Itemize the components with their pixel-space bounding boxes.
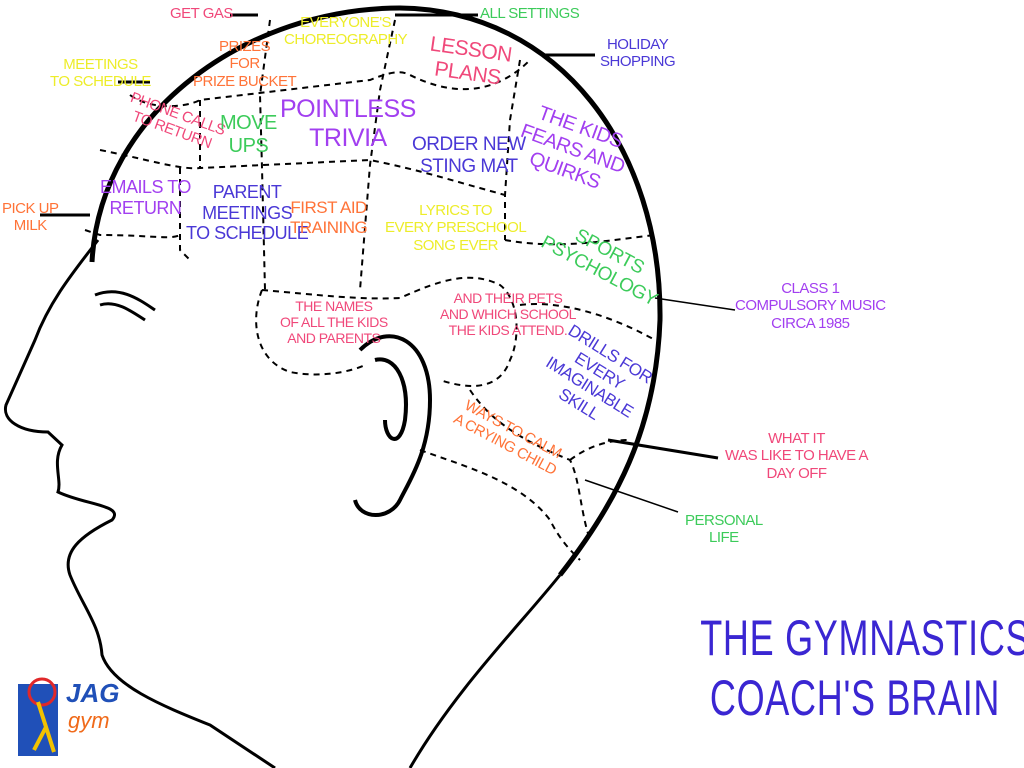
jag-gym-logo: JAG gym <box>16 672 119 762</box>
label-line: MILK <box>13 217 48 235</box>
label-line: AND WHICH SCHOOL <box>440 306 576 323</box>
label-line: RETURN <box>109 197 182 218</box>
label-get-gas: GET GAS <box>170 5 233 22</box>
label-all-settings: ALL SETTINGS <box>480 5 580 22</box>
label-line: EMAILS TO <box>100 177 191 197</box>
label-line: MOVE <box>220 112 277 134</box>
label-line: TO SCHEDULE <box>186 223 309 244</box>
label-line: DAY OFF <box>766 464 827 482</box>
neck-outline <box>408 574 562 768</box>
label-line: PRIZE BUCKET <box>193 72 297 90</box>
title-line: THE GYMNASTICS <box>700 610 1024 666</box>
label-line: PERSONAL <box>685 512 763 529</box>
brain-region-dividers <box>84 19 656 561</box>
label-line: POINTLESS <box>280 95 416 123</box>
label-line: LIFE <box>709 529 739 547</box>
eye <box>94 290 156 322</box>
label-line: TO SCHEDULE <box>50 73 151 91</box>
logo-sub: gym <box>68 708 110 733</box>
label-line: CIRCA 1985 <box>771 314 850 332</box>
label-line: THE KIDS ATTEND. <box>448 322 568 339</box>
gymnast-figure-icon <box>18 677 58 756</box>
label-line: ALL SETTINGS <box>480 5 580 22</box>
title-line: COACH'S BRAIN <box>709 670 1001 726</box>
label-line: GET GAS <box>170 5 233 22</box>
label-line: PARENT <box>212 182 282 202</box>
label-line: WAS LIKE TO HAVE A <box>725 447 869 465</box>
label-line: MEETINGS <box>63 56 138 73</box>
label-line: PICK UP <box>2 200 59 217</box>
label-line: SHOPPING <box>600 53 676 71</box>
label-line: CHOREOGRAPHY <box>284 31 408 49</box>
label-line: FIRST AID <box>290 198 367 217</box>
label-line: CLASS 1 <box>781 280 840 297</box>
label-line: SONG EVER <box>413 236 498 254</box>
connector-lines <box>40 13 719 460</box>
face-profile <box>3 239 276 768</box>
label-line: UPS <box>228 135 269 157</box>
label-line: STING MAT <box>420 155 518 177</box>
label-line: THE NAMES <box>295 298 373 314</box>
skull-outline <box>89 5 663 577</box>
label-line: ORDER NEW <box>412 134 526 155</box>
label-line: COMPULSORY MUSIC <box>735 297 886 315</box>
ear <box>353 334 433 517</box>
label-line: LYRICS TO <box>419 202 493 219</box>
label-line: FOR <box>229 55 261 73</box>
label-line: MEETINGS <box>202 202 293 223</box>
label-line: OF ALL THE KIDS <box>280 314 388 331</box>
label-line: WHAT IT <box>768 430 825 447</box>
label-line: EVERY PRESCHOOL <box>385 219 527 237</box>
label-line: TRIVIA <box>309 123 387 152</box>
label-line: HOLIDAY <box>606 36 669 53</box>
label-line: EVERYONE'S <box>300 14 392 31</box>
logo-brand: JAG <box>66 678 120 708</box>
label-line: AND PARENTS <box>287 330 381 347</box>
label-line: AND THEIR PETS <box>453 290 563 306</box>
label-line: PRIZES <box>219 38 271 55</box>
label-line: TRAINING <box>290 217 368 237</box>
